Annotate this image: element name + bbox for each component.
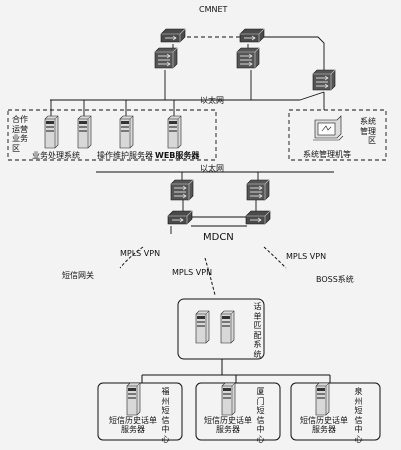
switch-icon (236, 47, 260, 69)
quanzhou-center-label: 泉州短 信中心 (354, 387, 363, 444)
server-icon (315, 382, 330, 416)
mpls-vpn-left-label: MPLS VPN (120, 249, 161, 258)
coop-zone-label: 合作运营业务区 (12, 115, 28, 153)
router-icon (167, 210, 193, 225)
ethernet-label-top: 以太网 (200, 96, 224, 105)
server-icon (167, 115, 182, 149)
fuzhou-server-label: 短信历史话单服务器 (109, 416, 157, 434)
system-mgmt-zone-label: 系统管理区 (360, 117, 376, 145)
sms-gateway-label: 短信网关 (62, 271, 94, 280)
mpls-vpn-center-label: MPLS VPN (172, 268, 213, 277)
server-icon (44, 115, 59, 149)
server-icon (195, 310, 210, 344)
xiamen-center-box (195, 382, 281, 441)
coop-zone-box (7, 109, 217, 161)
switch-icon (170, 179, 194, 201)
ops-server-label: 操作维护服务器 (97, 151, 153, 160)
switch-icon (154, 47, 178, 69)
fuzhou-center-label: 福州短 信中心 (161, 387, 170, 444)
xiamen-server-label: 短信历史话单服务器 (204, 416, 252, 434)
system-mgmt-machine-label: 系统管理机等 (303, 150, 351, 159)
xiamen-center-label: 厦门短 信中心 (256, 387, 265, 444)
switch-icon (312, 69, 336, 91)
web-server-label: WEB服务器 (155, 151, 200, 160)
boss-system-label: BOSS系统 (316, 275, 354, 284)
business-system-label: 业务处理系统 (32, 151, 80, 160)
server-icon (126, 382, 141, 416)
server-icon (221, 382, 236, 416)
server-icon (220, 310, 235, 344)
billing-system-box (177, 298, 265, 360)
network-links (50, 36, 334, 234)
billing-system-label: 话单匹 配系统 (253, 302, 262, 359)
computer-icon (313, 115, 344, 141)
router-icon (239, 28, 265, 43)
quanzhou-center-box (290, 382, 381, 441)
server-icon (119, 115, 134, 149)
mpls-links (119, 246, 287, 296)
router-icon (160, 28, 186, 43)
ethernet-label-bottom: 以太网 (200, 164, 224, 173)
mdcn-label: MDCN (203, 232, 234, 243)
mpls-vpn-right-label: MPLS VPN (286, 252, 327, 261)
router-icon (245, 210, 271, 225)
server-icon (77, 115, 92, 149)
quanzhou-server-label: 短信历史话单服务器 (300, 416, 348, 434)
mgmt-zone-box (288, 109, 387, 161)
cmnet-label: CMNET (199, 5, 228, 14)
switch-icon (246, 179, 270, 201)
